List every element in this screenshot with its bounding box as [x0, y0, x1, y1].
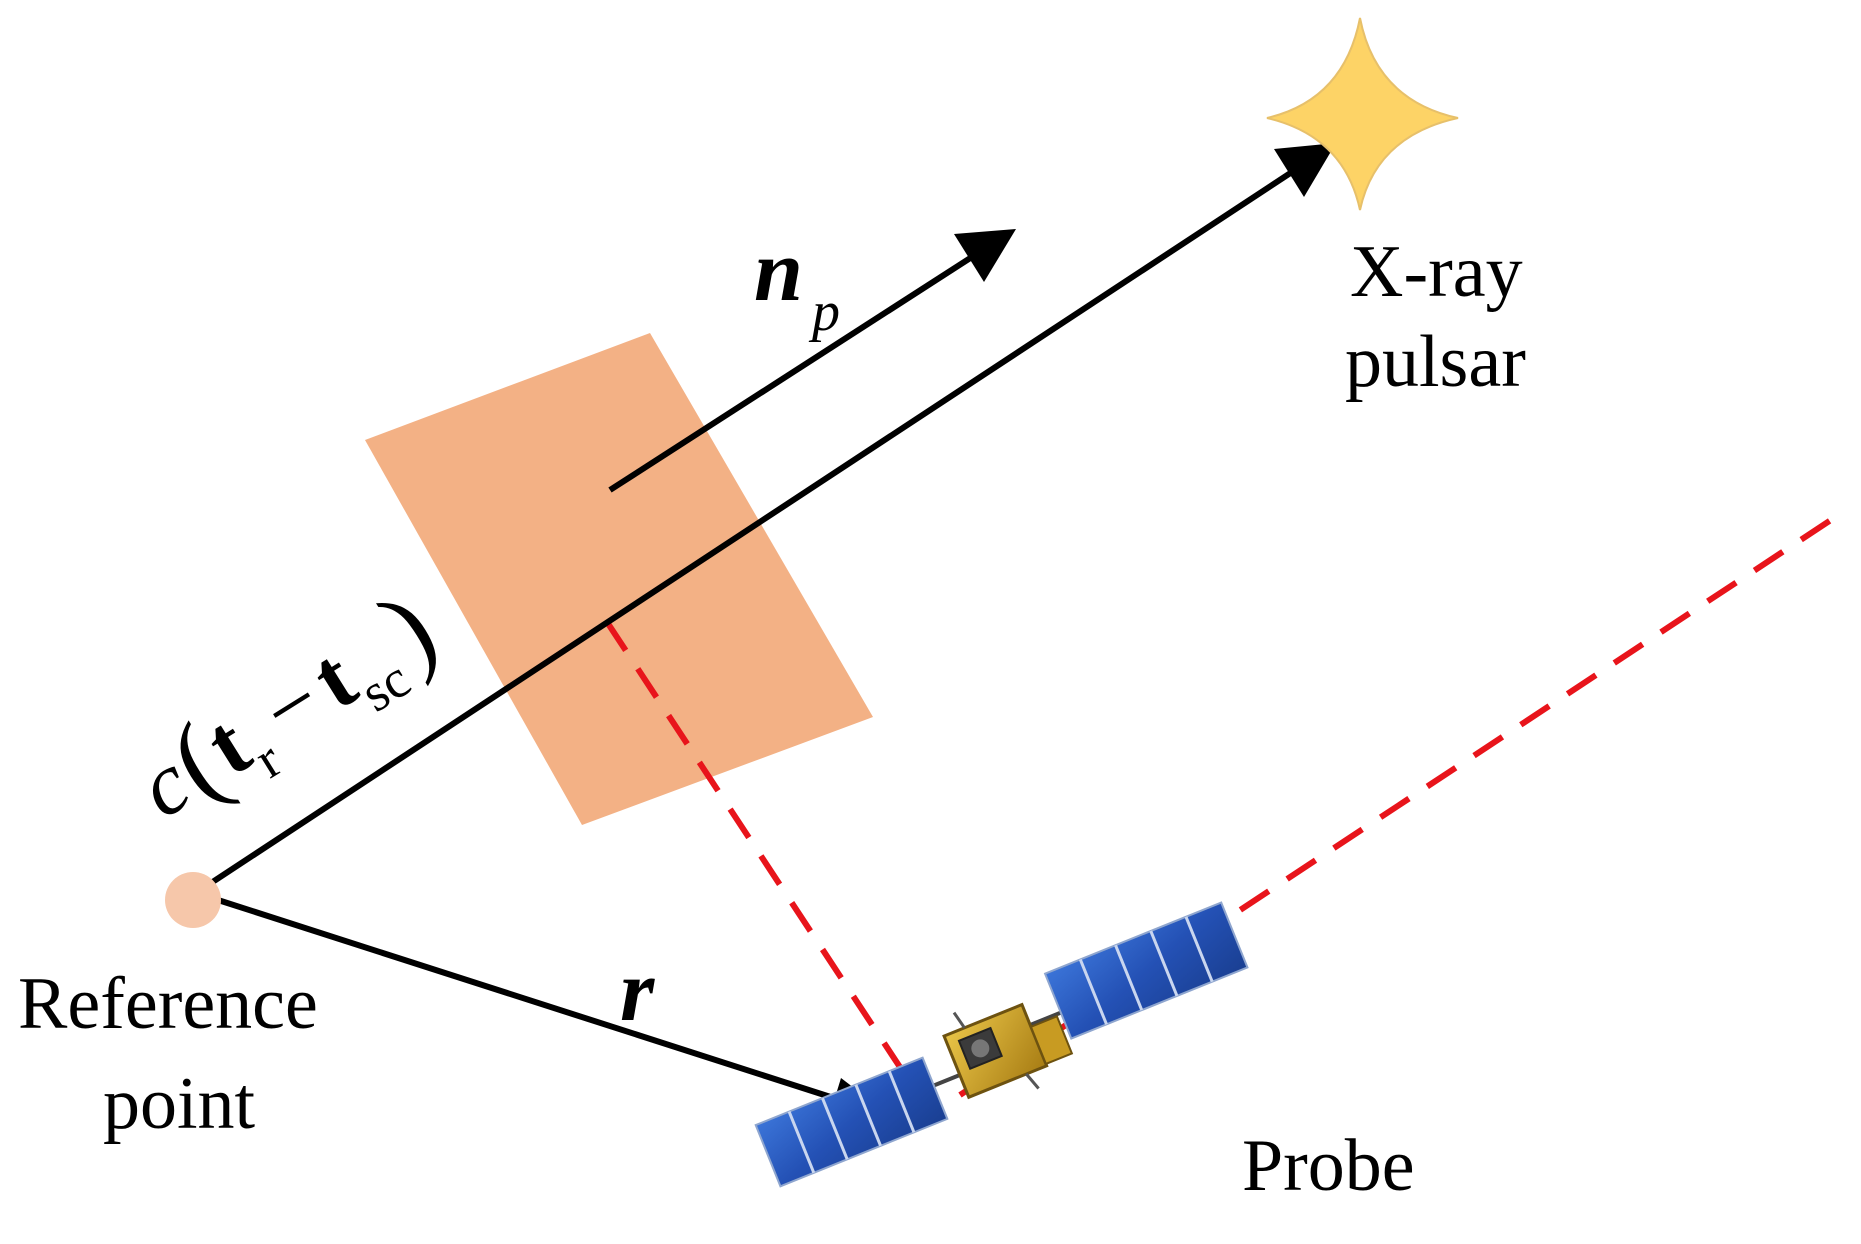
projection-dashed-line-perpendicular [604, 620, 918, 1092]
reference-point-label-line2: point [103, 1063, 256, 1145]
position-vector-label: r [620, 943, 655, 1040]
reference-point-label-line1: Reference [18, 963, 318, 1045]
probe-label: Probe [1242, 1125, 1415, 1207]
position-vector-shaft [217, 897, 841, 1103]
range-expression: c ( t r − t sc ) [122, 569, 456, 837]
direction-vector-subscript: p [808, 281, 840, 343]
pulsar-star-icon [1266, 17, 1459, 211]
probe-satellite-icon [754, 901, 1249, 1188]
pulsar-label-line1: X-ray [1350, 231, 1523, 313]
direction-vector-arrowhead [954, 229, 1016, 282]
direction-vector-label: n [754, 223, 803, 320]
reference-point-dot [165, 872, 221, 928]
range-line-to-pulsar [206, 167, 1297, 888]
pulsar-label-line2: pulsar [1345, 321, 1526, 403]
wavefront-plane [365, 333, 873, 825]
direction-vector-shaft [608, 252, 977, 493]
pulsar-arrowhead [1274, 143, 1336, 197]
